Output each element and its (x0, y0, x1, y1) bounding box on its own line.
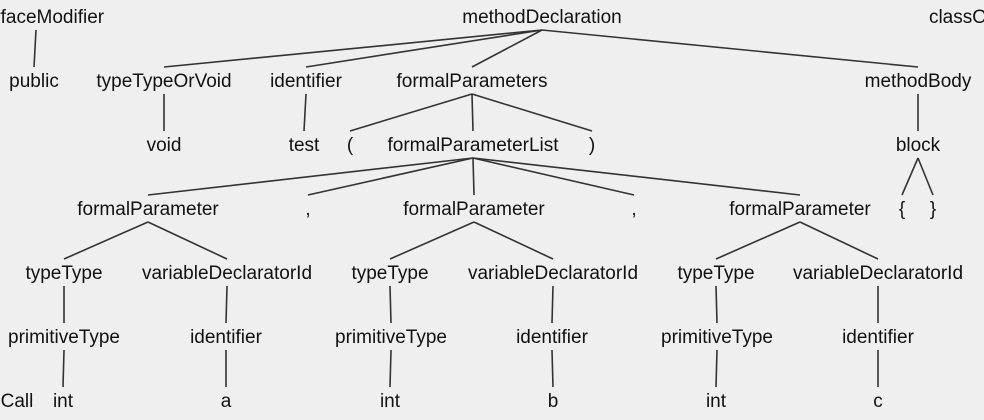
edge-formalparameter-2-to-variabledeclaratorid-2 (473, 221, 554, 260)
node-methodbody: methodBody (865, 71, 972, 92)
node-void: void (147, 135, 182, 156)
node-identifier-1: identifier (190, 327, 262, 348)
edge-variabledeclaratorid-2-to-identifier-2 (551, 285, 554, 324)
node-b: b (548, 391, 559, 412)
node-call: Call (1, 391, 34, 412)
edge-methoddeclaration-to-formalparameters (471, 29, 543, 68)
node-variabledeclaratorid-3: variableDeclaratorId (793, 263, 963, 284)
node-lbrace: { (899, 199, 906, 220)
node-int-2: int (380, 391, 401, 412)
edge-formalparameterlist-to-formalparameter-3 (472, 157, 801, 196)
edge-identifier-2-to-b (551, 349, 554, 388)
edge-formalparameters-to-formalparameterlist (471, 93, 474, 132)
node-typetype-3: typeType (677, 263, 754, 284)
edge-formalparameterlist-to-formalparameter-1 (147, 157, 474, 196)
node-formalparameter-1: formalParameter (77, 199, 219, 220)
node-lparen: ( (347, 135, 354, 156)
edge-primitivetype-3-to-int-3 (715, 349, 718, 388)
node-int-1: int (53, 391, 74, 412)
edge-methoddeclaration-to-identifier-md (305, 29, 543, 68)
node-primitivetype-1: primitiveType (8, 327, 120, 348)
node-typetype-1: typeType (25, 263, 102, 284)
edge-primitivetype-2-to-int-2 (389, 349, 392, 388)
edge-formalparameter-2-to-typetype-2 (389, 221, 475, 260)
edge-formalparameter-1-to-typetype-1 (63, 221, 149, 260)
node-identifier-2: identifier (516, 327, 588, 348)
node-primitivetype-3: primitiveType (661, 327, 773, 348)
edge-formalparameter-3-to-variabledeclaratorid-3 (799, 221, 879, 260)
node-int-3: int (706, 391, 727, 412)
node-formalparameter-3: formalParameter (729, 199, 871, 220)
node-comma-1: , (305, 199, 310, 220)
edge-methoddeclaration-to-typetypeorvoid (163, 29, 543, 68)
node-classpartial: classO (929, 7, 984, 28)
edge-primitivetype-1-to-int-1 (62, 349, 65, 388)
edge-block-to-lbrace (901, 157, 919, 196)
node-primitivetype-2: primitiveType (335, 327, 447, 348)
edge-formalparameterlist-to-formalparameter-2 (472, 157, 475, 196)
edge-block-to-rbrace (917, 157, 934, 196)
node-rbrace: } (930, 199, 936, 220)
node-variabledeclaratorid-2: variableDeclaratorId (468, 263, 638, 284)
node-block: block (896, 135, 941, 156)
node-formalparameter-2: formalParameter (403, 199, 545, 220)
node-formalparameterlist: formalParameterList (387, 135, 559, 156)
node-comma-2: , (631, 199, 636, 220)
node-c: c (873, 391, 883, 412)
node-typetypeorvoid: typeTypeOrVoid (96, 71, 231, 92)
node-a: a (221, 391, 232, 412)
edge-identifier-md-to-test (303, 93, 307, 132)
node-methoddeclaration: methodDeclaration (462, 7, 621, 28)
edge-formalparameterlist-to-comma-2 (472, 157, 635, 196)
edge-typetype-2-to-primitivetype-2 (389, 285, 392, 324)
node-identifier-3: identifier (842, 327, 914, 348)
edge-formalparameter-1-to-variabledeclaratorid-1 (147, 221, 228, 260)
edge-formalparameter-3-to-typetype-3 (715, 221, 801, 260)
edge-formalparameterlist-to-comma-1 (307, 157, 474, 196)
node-public: public (9, 71, 59, 92)
edge-interfacemodifier-to-public (33, 29, 37, 68)
node-interfacemodifier: nterfaceModifier (0, 7, 105, 28)
edge-formalparameters-to-lparen (349, 93, 473, 132)
node-identifier-md: identifier (270, 71, 342, 92)
node-test: test (289, 135, 320, 156)
edge-typetype-3-to-primitivetype-3 (715, 285, 718, 324)
node-typetype-2: typeType (351, 263, 428, 284)
node-rparen: ) (589, 135, 595, 156)
edge-methoddeclaration-to-methodbody (541, 29, 919, 68)
node-variabledeclaratorid-1: variableDeclaratorId (142, 263, 312, 284)
edge-variabledeclaratorid-1-to-identifier-1 (225, 285, 228, 324)
edge-formalparameters-to-rparen (471, 93, 593, 132)
node-formalparameters: formalParameters (397, 71, 548, 92)
tree-labels: nterfaceModifier methodDeclaration classO p… (0, 7, 984, 412)
tree-edges (33, 29, 934, 388)
